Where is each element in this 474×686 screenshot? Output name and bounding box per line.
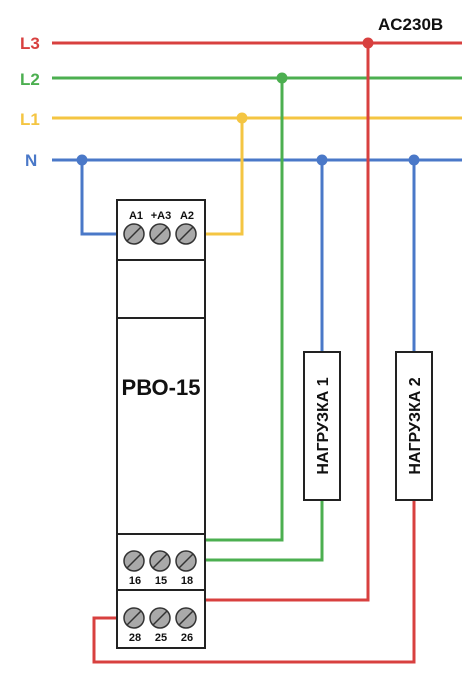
junction-dot xyxy=(76,154,88,166)
junction-dot xyxy=(408,154,420,166)
terminal-label-15: 15 xyxy=(155,575,167,587)
terminal-label-25: 25 xyxy=(155,632,167,644)
terminal-screw-28 xyxy=(123,607,145,629)
line-label-l2: L2 xyxy=(20,70,40,89)
terminal-screw-a2 xyxy=(175,223,197,245)
terminal-screw-16 xyxy=(123,550,145,572)
terminal-screw-a3 xyxy=(149,223,171,245)
terminal-label-28: 28 xyxy=(129,632,141,644)
junction-dot xyxy=(276,72,288,84)
terminal-screw-a1 xyxy=(123,223,145,245)
load-box-2: НАГРУЗКА 2 xyxy=(395,351,433,501)
wire-28-to-load2 xyxy=(92,500,416,664)
load-label-1: НАГРУЗКА 1 xyxy=(315,377,332,474)
wire-18-to-load1 xyxy=(186,500,324,562)
terminal-label-18: 18 xyxy=(181,575,193,587)
terminal-label-26: 26 xyxy=(181,632,193,644)
voltage-label: AC230B xyxy=(378,15,443,34)
load-box-1: НАГРУЗКА 1 xyxy=(303,351,341,501)
terminal-screw-26 xyxy=(175,607,197,629)
line-label-l3: L3 xyxy=(20,34,40,53)
terminal-label-a3: +A3 xyxy=(151,210,172,222)
terminal-label-a2: A2 xyxy=(180,210,194,222)
line-label-n: N xyxy=(25,151,37,170)
junction-dot xyxy=(316,154,328,166)
terminal-label-a1: A1 xyxy=(129,210,143,222)
junction-dot xyxy=(236,112,248,124)
terminal-screw-25 xyxy=(149,607,171,629)
line-label-l1: L1 xyxy=(20,110,40,129)
terminal-screw-15 xyxy=(149,550,171,572)
relay-device xyxy=(116,199,206,649)
terminal-label-16: 16 xyxy=(129,575,141,587)
load-label-2: НАГРУЗКА 2 xyxy=(407,377,424,474)
terminal-screw-18 xyxy=(175,550,197,572)
device-title: РВО-15 xyxy=(122,375,201,400)
junction-dot xyxy=(362,37,374,49)
